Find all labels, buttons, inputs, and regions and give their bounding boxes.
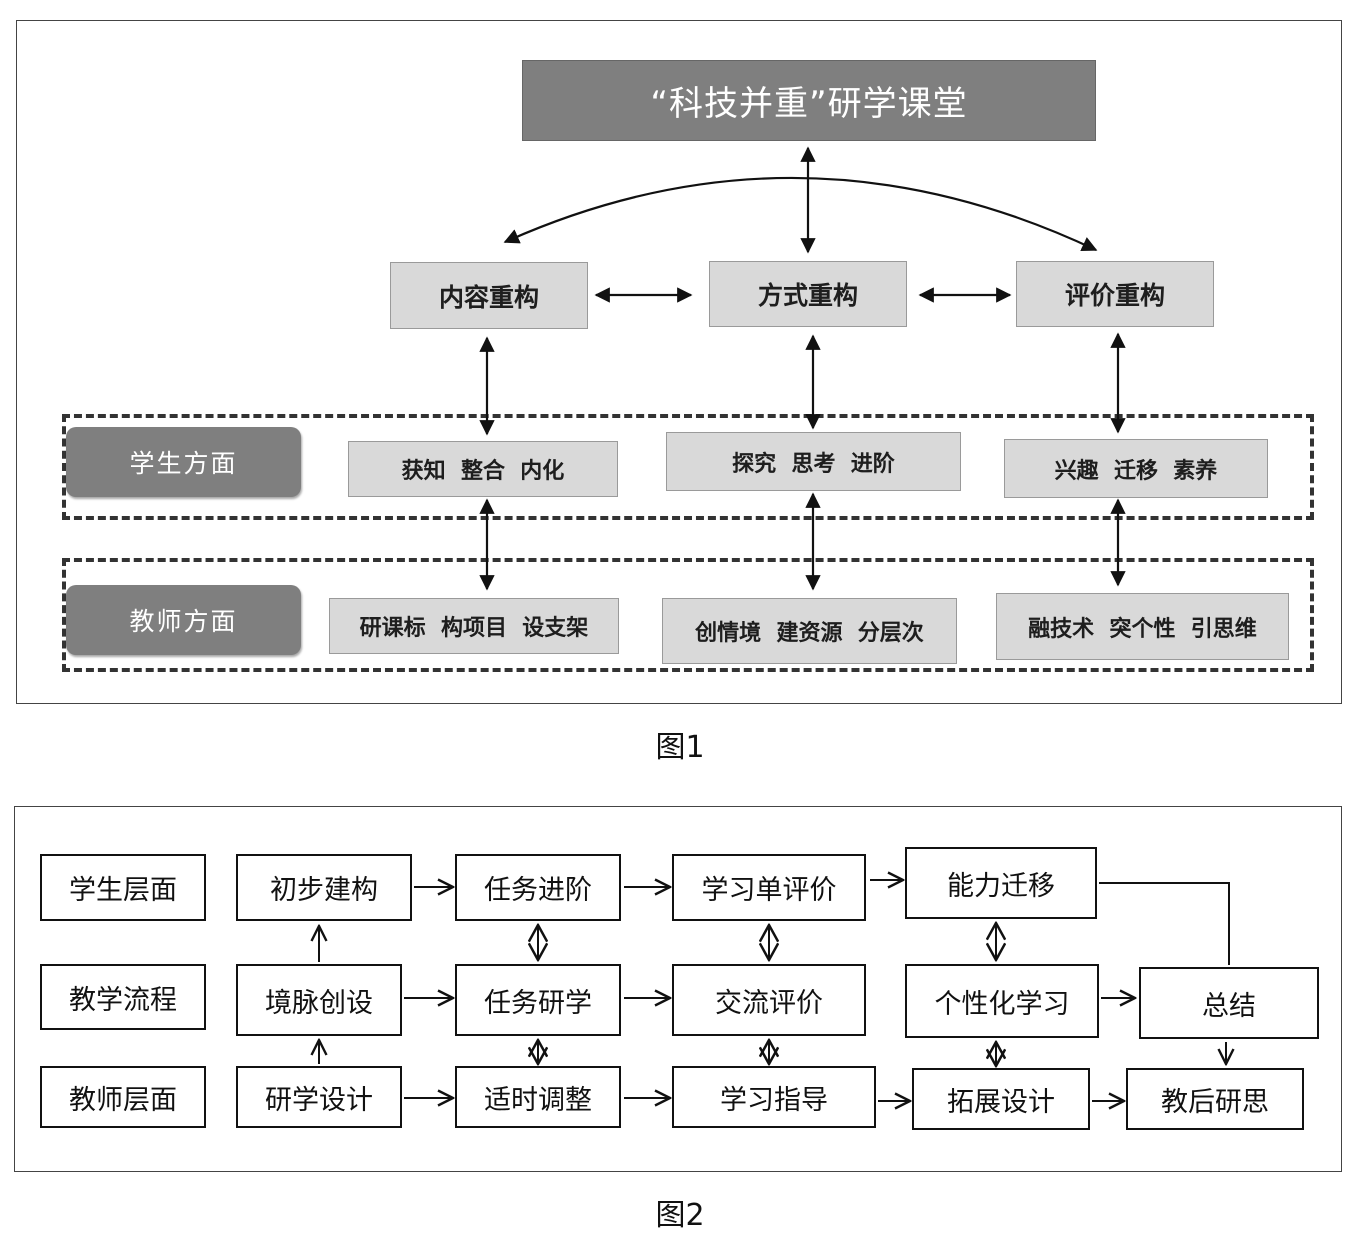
figure1-caption: 图1 [655, 730, 705, 765]
step-task-advance: 任务进阶 [455, 854, 621, 921]
step-extension-design: 拓展设计 [912, 1068, 1090, 1130]
step-worksheet-evaluation: 学习单评价 [672, 854, 866, 921]
student-aspect-label: 学生方面 [66, 427, 301, 497]
reform-evaluation-box: 评价重构 [1016, 261, 1214, 327]
teacher-aspect-group [62, 558, 1314, 672]
teacher-item-1: 研课标 构项目 设支架 [329, 598, 619, 654]
step-initial-construction: 初步建构 [236, 854, 412, 921]
step-learning-guidance: 学习指导 [672, 1066, 876, 1128]
step-ability-transfer: 能力迁移 [905, 847, 1097, 919]
row-label-process: 教学流程 [40, 964, 206, 1030]
step-post-teaching-reflection: 教后研思 [1126, 1068, 1304, 1130]
step-task-study: 任务研学 [455, 964, 621, 1036]
reform-method-box: 方式重构 [709, 261, 907, 327]
step-personalized-learning: 个性化学习 [905, 964, 1099, 1038]
figure2-caption: 图2 [655, 1198, 705, 1233]
student-aspect-group [62, 414, 1314, 520]
step-timely-adjustment: 适时调整 [455, 1066, 621, 1128]
step-summary: 总结 [1139, 967, 1319, 1039]
teacher-item-3: 融技术 突个性 引思维 [996, 593, 1289, 660]
figure1-title: “科技并重”研学课堂 [522, 60, 1096, 141]
reform-content-box: 内容重构 [390, 262, 588, 329]
row-label-teacher: 教师层面 [40, 1066, 206, 1128]
step-study-design: 研学设计 [236, 1066, 402, 1128]
row-label-student: 学生层面 [40, 854, 206, 921]
teacher-aspect-label: 教师方面 [66, 585, 301, 655]
teacher-item-2: 创情境 建资源 分层次 [662, 598, 957, 664]
step-exchange-evaluation: 交流评价 [672, 964, 866, 1036]
step-context-creation: 境脉创设 [236, 964, 402, 1036]
curved-arrow [503, 176, 1098, 252]
student-item-2: 探究 思考 进阶 [666, 432, 961, 491]
student-item-1: 获知 整合 内化 [348, 441, 618, 497]
student-item-3: 兴趣 迁移 素养 [1004, 439, 1268, 498]
